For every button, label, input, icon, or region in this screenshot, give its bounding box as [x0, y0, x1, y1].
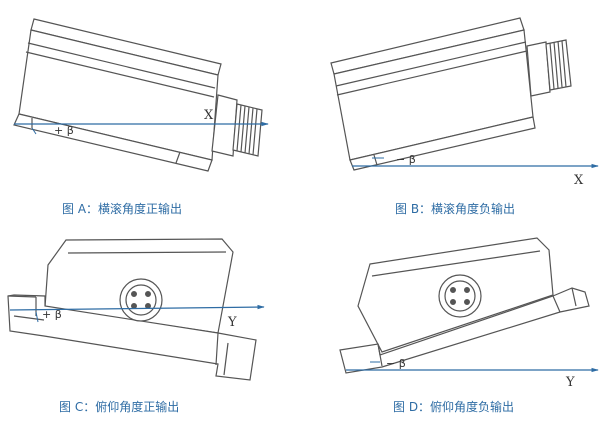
panel-c-axes: Y + β [9, 304, 265, 330]
panel-d-axis-label: Y [565, 375, 575, 390]
panel-b-axes: X − β [352, 153, 599, 188]
panel-d-sensor [339, 237, 590, 374]
panel-b-caption: 图 B：横滚角度负输出 [395, 202, 516, 216]
panel-c-angle-label: + β [42, 308, 62, 321]
panel-d-angle-label: − β [386, 357, 406, 370]
panel-a-axes: X + β [14, 108, 269, 137]
panel-c-axis-label: Y [227, 315, 237, 330]
panel-c-caption: 图 C：俯仰角度正输出 [59, 400, 180, 414]
panel-a-angle-label: + β [54, 124, 74, 137]
panel-a-caption: 图 A：横滚角度正输出 [62, 202, 183, 216]
panel-d-axes: Y − β [346, 357, 599, 390]
panel-a-sensor [13, 18, 263, 172]
panel-a-axis-label: X [204, 108, 214, 123]
panel-b-sensor [330, 17, 572, 171]
panel-b-axis-label: X [574, 173, 584, 188]
panel-d-caption: 图 D：俯仰角度负输出 [393, 400, 515, 414]
panel-b-angle-label: − β [396, 153, 416, 166]
